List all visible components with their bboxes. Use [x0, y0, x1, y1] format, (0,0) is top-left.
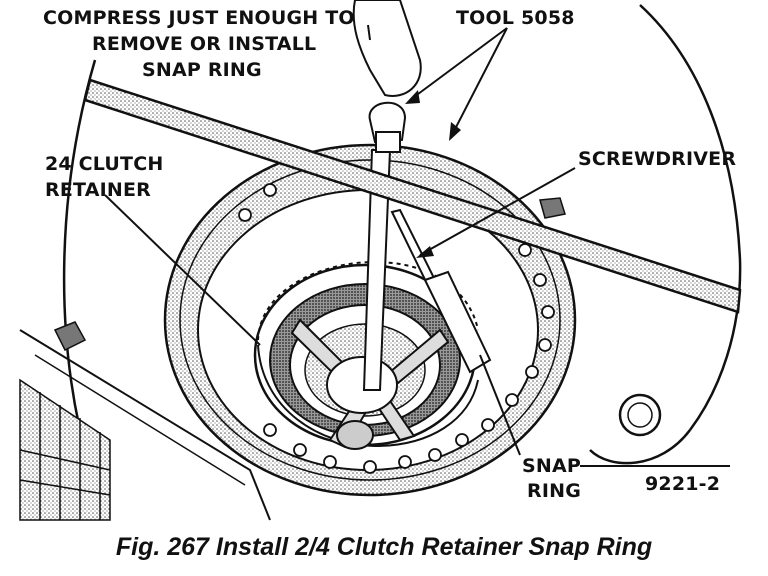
- tool-label: TOOL 5058: [456, 7, 575, 29]
- snap-ring-label-line1: SNAP: [522, 455, 581, 477]
- case-tab: [53, 321, 87, 352]
- retainer-label-line2: RETAINER: [45, 179, 151, 201]
- drain-plug-inner: [627, 402, 653, 428]
- drain-plug: [618, 393, 662, 437]
- figure-code: 9221-2: [645, 473, 720, 495]
- leader-lines: [104, 24, 730, 467]
- compress-label-line2: REMOVE OR INSTALL: [92, 33, 316, 55]
- arrowheads: [405, 90, 461, 258]
- screwdriver: [390, 208, 492, 374]
- screwdriver-label: SCREWDRIVER: [578, 148, 736, 170]
- figure-caption: Fig. 267 Install 2/4 Clutch Retainer Sna…: [115, 533, 653, 561]
- bolt-head: [539, 197, 566, 219]
- compress-label-line1: COMPRESS JUST ENOUGH TO: [43, 7, 355, 29]
- compress-label-line3: SNAP RING: [142, 59, 262, 81]
- hand: [352, 0, 422, 97]
- transmission-case: [19, 4, 742, 521]
- snap-ring-label-line2: RING: [527, 480, 581, 502]
- retainer-label-line1: 24 CLUTCH: [45, 153, 163, 175]
- case-grid: [19, 378, 111, 521]
- bolt-holes: [238, 183, 555, 474]
- bar: [83, 78, 742, 314]
- tool-5058: [290, 101, 450, 450]
